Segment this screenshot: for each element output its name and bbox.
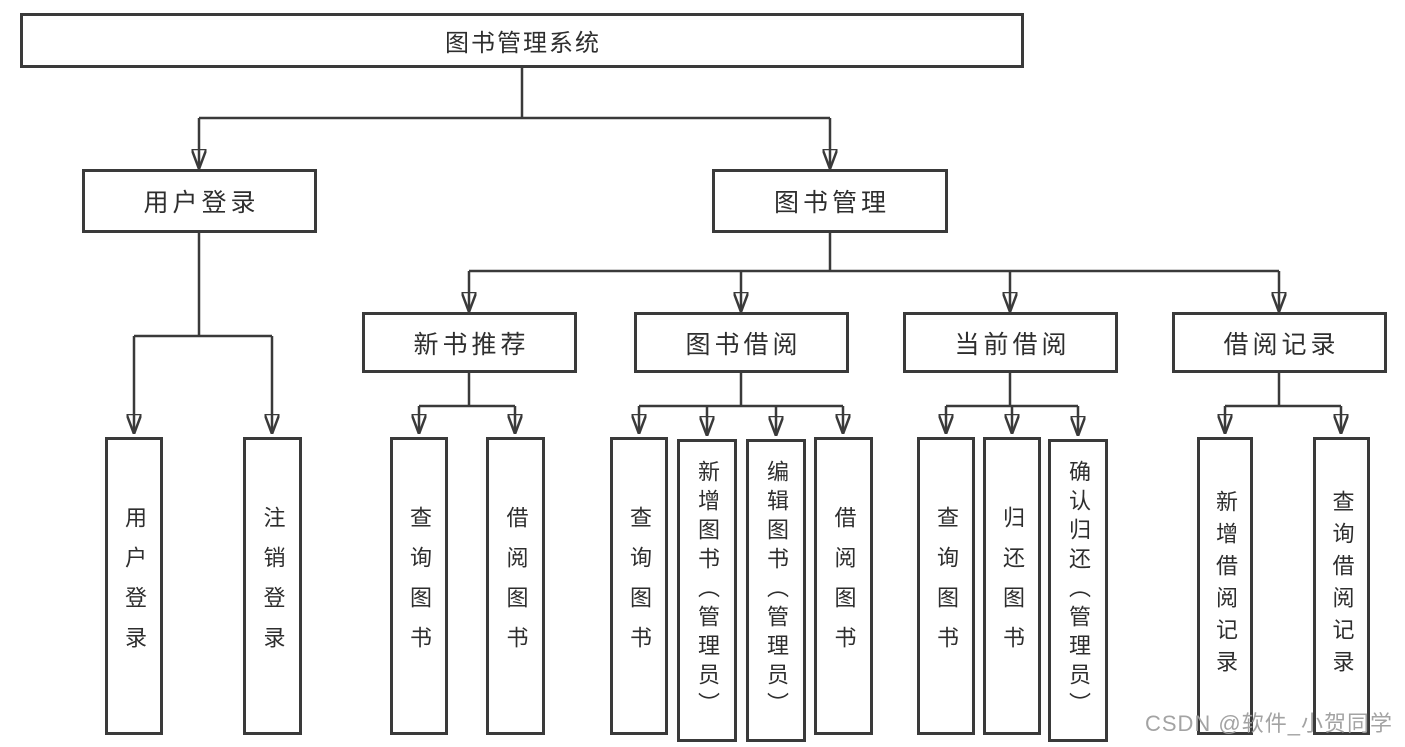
leaf-cb-confirm-return-admin-label: 确认归还（管理员） xyxy=(1066,460,1091,721)
connector-book-borrow xyxy=(639,373,843,435)
node-borrow-records-label: 借阅记录 xyxy=(1223,330,1340,359)
leaf-cb-query-books-label: 查询图书 xyxy=(934,506,959,666)
leaf-bb-borrow-books: 借阅图书 xyxy=(814,437,873,735)
leaf-cb-confirm-return-admin: 确认归还（管理员） xyxy=(1048,439,1108,742)
leaf-cb-query-books: 查询图书 xyxy=(917,437,975,735)
node-current-borrow: 当前借阅 xyxy=(903,312,1118,373)
leaf-bb-edit-books-admin-label: 编辑图书（管理员） xyxy=(764,460,789,721)
leaf-user-login-label: 用户登录 xyxy=(122,506,147,666)
node-book-borrow-label: 图书借阅 xyxy=(685,330,802,359)
leaf-bb-query-books: 查询图书 xyxy=(610,437,668,735)
leaf-cb-return-books-label: 归还图书 xyxy=(1000,506,1025,666)
node-user-login-label: 用户登录 xyxy=(143,189,260,217)
connector-borrow-records xyxy=(1225,373,1341,433)
node-new-book-recommend-label: 新书推荐 xyxy=(413,330,530,359)
connector-book-management xyxy=(469,233,1279,311)
leaf-br-add-record: 新增借阅记录 xyxy=(1197,437,1253,735)
node-book-management-label: 图书管理 xyxy=(773,189,890,217)
leaf-bb-borrow-books-label: 借阅图书 xyxy=(831,506,857,666)
leaf-br-query-record-label: 查询借阅记录 xyxy=(1329,490,1355,682)
leaf-br-query-record: 查询借阅记录 xyxy=(1313,437,1370,735)
leaf-bb-add-books-admin-label: 新增图书（管理员） xyxy=(695,460,720,721)
node-borrow-records: 借阅记录 xyxy=(1172,312,1387,373)
connector-root xyxy=(199,67,830,168)
leaf-cb-return-books: 归还图书 xyxy=(983,437,1041,735)
connector-user-login xyxy=(134,233,272,433)
leaf-logout-label: 注销登录 xyxy=(260,506,286,666)
node-current-borrow-label: 当前借阅 xyxy=(954,330,1071,359)
watermark: CSDN @软件_小贺同学 xyxy=(1144,711,1393,736)
leaf-nbr-query-books-label: 查询图书 xyxy=(407,506,432,666)
node-book-management: 图书管理 xyxy=(712,169,948,233)
leaf-nbr-query-books: 查询图书 xyxy=(390,437,448,735)
connector-current-borrow xyxy=(946,373,1078,435)
leaf-bb-query-books-label: 查询图书 xyxy=(627,506,652,666)
leaf-br-add-record-label: 新增借阅记录 xyxy=(1213,490,1238,682)
node-book-borrow: 图书借阅 xyxy=(634,312,849,373)
leaf-bb-add-books-admin: 新增图书（管理员） xyxy=(677,439,737,742)
leaf-logout: 注销登录 xyxy=(243,437,302,735)
connector-new-book-recommend xyxy=(419,373,515,433)
leaf-nbr-borrow-books: 借阅图书 xyxy=(486,437,545,735)
leaf-bb-edit-books-admin: 编辑图书（管理员） xyxy=(746,439,806,742)
node-root: 图书管理系统 xyxy=(20,13,1024,68)
node-new-book-recommend: 新书推荐 xyxy=(362,312,577,373)
node-user-login: 用户登录 xyxy=(82,169,317,233)
node-root-label: 图书管理系统 xyxy=(445,30,601,57)
leaf-nbr-borrow-books-label: 借阅图书 xyxy=(503,506,529,666)
leaf-user-login: 用户登录 xyxy=(105,437,163,735)
